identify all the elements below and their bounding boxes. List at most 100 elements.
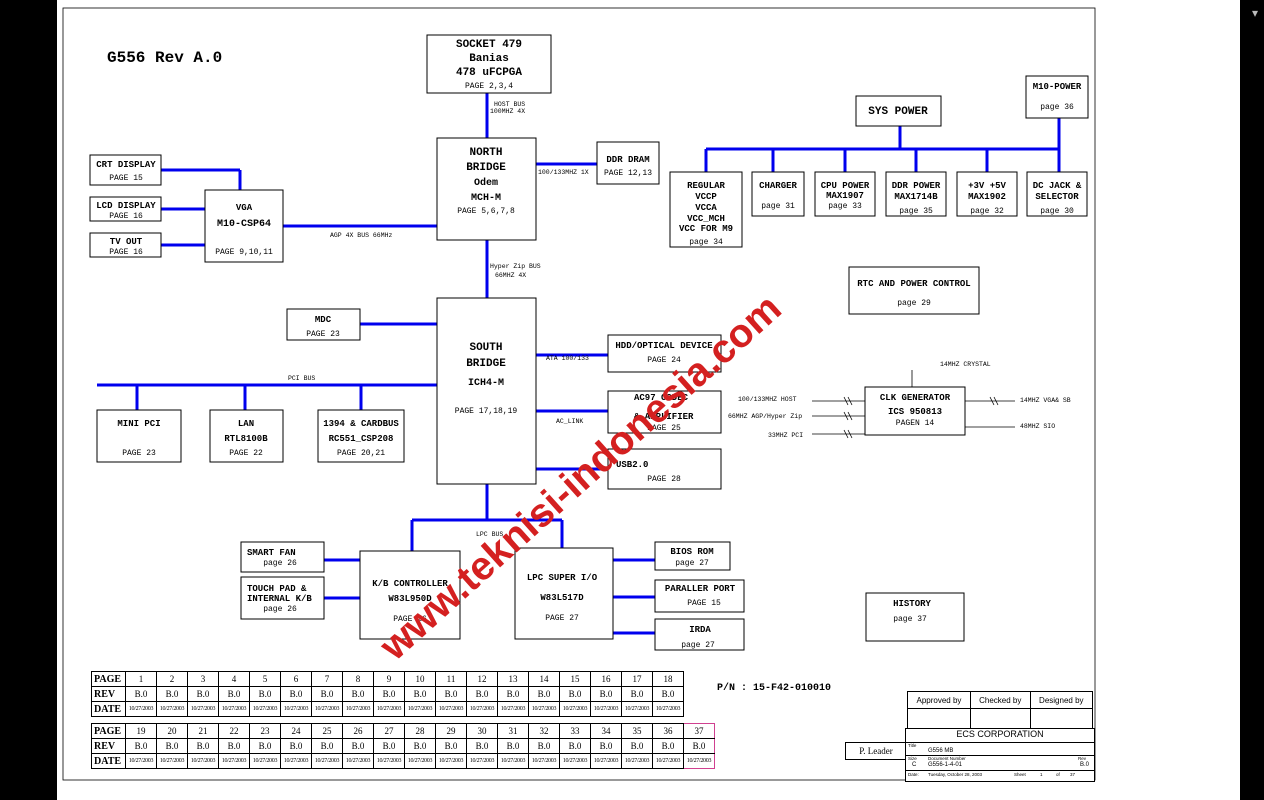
pci-bus-label: PCI BUS (288, 375, 315, 382)
sio-page: PAGE 27 (545, 614, 579, 623)
date-header: DATE (91, 701, 126, 717)
dc-jack-box[interactable]: DC JACK & SELECTOR page 30 (1026, 171, 1088, 217)
date-cell: 10/27/2003 (373, 701, 405, 717)
hdd-box[interactable]: HDD/OPTICAL DEVICE PAGE 24 (607, 334, 722, 373)
crt-display-box[interactable]: CRT DISPLAY PAGE 15 (89, 154, 162, 186)
regular-box[interactable]: REGULAR VCCP VCCA VCC_MCH VCC FOR M9 pag… (669, 171, 743, 248)
vga-page: PAGE 9,10,11 (215, 248, 273, 257)
minipci-page: PAGE 23 (122, 449, 156, 458)
vga-box[interactable]: VGA M10-CSP64 PAGE 9,10,11 (204, 189, 284, 263)
super-io-box[interactable]: LPC SUPER I/O W83L517D PAGE 27 (514, 547, 614, 640)
kbc-line1: K/B CONTROLLER (372, 579, 448, 589)
m10p-label: M10-POWER (1033, 82, 1082, 92)
rev-cell: B.0 (342, 738, 374, 754)
m10-power-box[interactable]: M10-POWER page 36 (1025, 75, 1089, 119)
mini-pci-box[interactable]: MINI PCI PAGE 23 (96, 409, 182, 463)
lan-page: PAGE 22 (229, 449, 263, 458)
mdc-label: MDC (315, 315, 332, 325)
date-cell: 10/27/2003 (156, 701, 188, 717)
rev-cell: B.0 (218, 686, 250, 702)
regular-page: page 34 (689, 238, 723, 247)
rev-cell: B.0 (218, 738, 250, 754)
rtc-box[interactable]: RTC AND POWER CONTROL page 29 (848, 266, 980, 315)
rev-cell: B.0 (249, 686, 281, 702)
clk-vga-label: 14MHZ VGA& SB (1020, 397, 1071, 404)
sio-line2: W83L517D (540, 593, 584, 603)
mdc-box[interactable]: MDC PAGE 23 (286, 308, 361, 341)
cardbus-box[interactable]: 1394 & CARDBUS RC551_CSP208 PAGE 20,21 (317, 409, 405, 463)
date-value: Tuesday, October 28, 2003 (928, 772, 983, 777)
v35-line1: +3V +5V (968, 181, 1006, 191)
parallel-port-box[interactable]: PARALLER PORT PAGE 15 (654, 579, 745, 613)
par-label: PARALLER PORT (665, 584, 736, 594)
ac97-box[interactable]: AC97 CODEC & AMPLIFIER PAGE 25 (607, 390, 722, 434)
rev-cell: B.0 (404, 738, 436, 754)
clk-page: PAGEN 14 (896, 419, 935, 428)
touchpad-line2: INTERNAL K/B (247, 594, 312, 604)
kbc-line2: W83L950D (388, 594, 432, 604)
date-cell: 10/27/2003 (621, 753, 653, 769)
rev-cell: B.0 (373, 738, 405, 754)
touchpad-box[interactable]: TOUCH PAD & INTERNAL K/B page 26 (240, 576, 325, 620)
irda-label: IRDA (689, 625, 711, 635)
ata-label: ATA 100/133 (546, 355, 589, 362)
cpu-power-box[interactable]: CPU POWER MAX1907 page 33 (814, 171, 876, 217)
v35-page: page 32 (970, 207, 1004, 216)
tv-out-box[interactable]: TV OUT PAGE 16 (89, 232, 162, 258)
smart-fan-box[interactable]: SMART FAN page 26 (240, 541, 325, 573)
page-cell: 17 (621, 671, 653, 687)
usb-box[interactable]: USB2.0 PAGE 28 (607, 448, 722, 490)
date-cell: 10/27/2003 (559, 701, 591, 717)
socket-box[interactable]: SOCKET 479 Banias 478 uFCPGA PAGE 2,3,4 (426, 34, 552, 94)
date-cell: 10/27/2003 (404, 753, 436, 769)
page-cell: 23 (249, 723, 281, 739)
history-box[interactable]: HISTORY page 37 (865, 592, 965, 642)
date-header: DATE (91, 753, 126, 769)
date-cell: 10/27/2003 (249, 701, 281, 717)
corner-icon[interactable]: ▾ (1251, 6, 1258, 20)
page-cell: 2 (156, 671, 188, 687)
rev-cell: B.0 (311, 738, 343, 754)
ac97-line2: & AMPLIFIER (634, 412, 694, 422)
irda-box[interactable]: IRDA page 27 (654, 618, 745, 651)
approved-by: Approved by (907, 691, 971, 709)
page-cell: 21 (187, 723, 219, 739)
clk-gen-box[interactable]: CLK GENERATOR ICS 950813 PAGEN 14 (864, 386, 966, 436)
page-cell: 11 (435, 671, 467, 687)
page-cell: 8 (342, 671, 374, 687)
p-leader: P. Leader (845, 742, 907, 760)
kbc-box[interactable]: K/B CONTROLLER W83L950D PAGE 26 (359, 550, 461, 640)
page-header: PAGE (91, 723, 126, 739)
rtc-page: page 29 (897, 299, 931, 308)
hdd-label: HDD/OPTICAL DEVICE (615, 341, 713, 351)
date-cell: 10/27/2003 (559, 753, 591, 769)
kbc-page: PAGE 26 (393, 615, 427, 624)
rev-cell: B.0 (435, 686, 467, 702)
rev-cell: B.0 (621, 686, 653, 702)
lpc-bus-label: LPC BUS (476, 531, 503, 538)
ddr-dram-box[interactable]: DDR DRAM PAGE 12,13 (596, 141, 660, 185)
title-value: G556 MB (928, 748, 954, 754)
sheet-border (62, 7, 1096, 781)
page-cell: 35 (621, 723, 653, 739)
host-bus-label: HOST BUS (494, 101, 525, 108)
page-cell: 30 (466, 723, 498, 739)
lan-box[interactable]: LAN RTL8100B PAGE 22 (209, 409, 284, 463)
southbridge-box[interactable]: SOUTH BRIDGE ICH4-M PAGE 17,18,19 (436, 297, 537, 485)
bios-rom-box[interactable]: BIOS ROM page 27 (654, 541, 731, 571)
date-cell: 10/27/2003 (125, 701, 157, 717)
sys-power-box[interactable]: SYS POWER (855, 95, 942, 127)
date-label: Date: (908, 772, 919, 777)
northbridge-box[interactable]: NORTH BRIDGE Odem MCH-M PAGE 5,6,7,8 (436, 137, 537, 241)
sio-line1: LPC SUPER I/O (527, 573, 598, 583)
lcd-display-box[interactable]: LCD DISPLAY PAGE 16 (89, 196, 162, 222)
ddr-power-box[interactable]: DDR POWER MAX1714B page 35 (885, 171, 947, 217)
sheet-value: 1 (1040, 772, 1043, 777)
rev-cell: B.0 (125, 686, 157, 702)
v3v5-box[interactable]: +3V +5V MAX1902 page 32 (956, 171, 1018, 217)
minipci-label: MINI PCI (117, 419, 160, 429)
lcd-page: PAGE 16 (109, 212, 143, 221)
date-cell: 10/27/2003 (652, 753, 684, 769)
charger-box[interactable]: CHARGER page 31 (751, 171, 805, 217)
